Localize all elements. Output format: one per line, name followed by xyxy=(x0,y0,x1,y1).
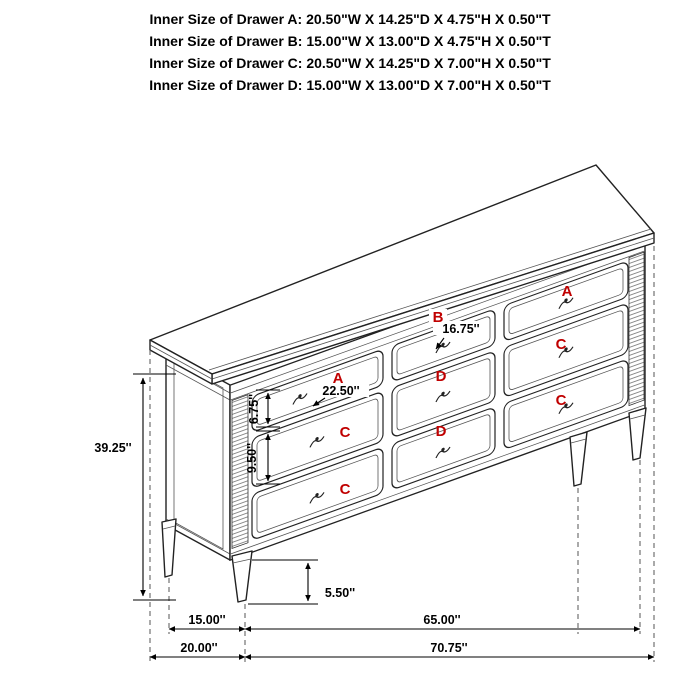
dim-label-total-height: 39.25'' xyxy=(94,441,131,455)
left-pilaster xyxy=(231,394,249,550)
dim-label-drawer-c-height: 9.50'' xyxy=(245,443,259,473)
label-drawer-a-right: A xyxy=(562,283,573,300)
dim-total-width: 70.75'' xyxy=(244,641,655,660)
leg-cap-line xyxy=(629,414,646,420)
leader-arrow xyxy=(312,397,326,407)
leg-middle-right xyxy=(569,431,588,487)
dimension-annotations: 39.25'' 22.50'' 16.75'' 6.75'' 9.50'' xyxy=(94,321,655,660)
drawer-a-right-panel xyxy=(508,268,624,334)
right-pilaster xyxy=(628,251,645,407)
leg-front-right xyxy=(628,407,647,461)
leg-cap-line xyxy=(232,558,252,564)
label-background xyxy=(313,383,369,397)
dim-label-leg-height: 5.50'' xyxy=(325,586,355,600)
leg-shape xyxy=(628,407,647,461)
label-drawer-c-right-bottom: C xyxy=(556,392,567,409)
leg-shape xyxy=(569,431,588,487)
top-inset-line xyxy=(208,228,652,371)
dim-leg-spacing-width: 65.00'' xyxy=(244,613,641,632)
drawer-c-left-bottom-panel xyxy=(256,454,379,533)
dim-total-height: 39.25'' xyxy=(94,373,176,601)
dim-label-drawer-a-height: 6.75'' xyxy=(247,394,261,424)
leader-arrow xyxy=(435,337,445,350)
drawer-c-left-middle-panel xyxy=(256,398,379,481)
label-background xyxy=(433,321,489,335)
label-drawer-a-left: A xyxy=(333,370,344,387)
dim-label-drawer-b-width: 16.75'' xyxy=(442,322,479,336)
side-molding-line xyxy=(165,518,231,555)
drawer-d-middle-panel xyxy=(396,358,491,431)
side-molding-line xyxy=(165,364,231,401)
header-line-d: Inner Size of Drawer D: 15.00"W X 13.00"… xyxy=(149,77,551,93)
dim-label-leg-depth-spacing: 15.00'' xyxy=(188,613,225,627)
label-drawer-c-left-middle: C xyxy=(340,424,351,441)
leg-shape xyxy=(161,518,177,578)
header-line-c: Inner Size of Drawer C: 20.50"W X 14.25"… xyxy=(149,55,551,71)
projection-lines xyxy=(149,246,655,662)
leg-back-left xyxy=(161,518,177,578)
drawer-letter-labels: A C C B D D A C C xyxy=(333,283,573,498)
leg-cap-line xyxy=(162,525,176,530)
dim-leg-spacing-depth: 15.00'' xyxy=(168,613,246,632)
dim-label-drawer-a-width: 22.50'' xyxy=(322,384,359,398)
label-drawer-c-right-middle: C xyxy=(556,336,567,353)
label-drawer-d-middle: D xyxy=(436,368,447,385)
dresser-illustration xyxy=(149,164,655,603)
label-background xyxy=(429,309,447,324)
top-left-edge-line xyxy=(149,344,213,380)
top-slab xyxy=(149,164,655,385)
dim-drawer-b-width: 16.75'' xyxy=(433,321,489,350)
front-face xyxy=(229,235,646,561)
drawer-d-bottom-panel xyxy=(396,414,491,483)
label-drawer-d-bottom: D xyxy=(436,423,447,440)
leg-shape xyxy=(231,550,253,603)
dim-total-depth: 20.00'' xyxy=(149,641,246,660)
dim-label-total-width: 70.75'' xyxy=(430,641,467,655)
drawer-c-right-bottom-panel xyxy=(508,366,624,442)
label-drawer-c-left-bottom: C xyxy=(340,481,351,498)
dim-drawer-a-height: 6.75'' xyxy=(247,389,280,428)
drawer-c-right-middle-panel xyxy=(508,310,624,390)
label-drawer-b-middle: B xyxy=(433,309,444,326)
leg-front-left xyxy=(231,550,253,603)
dim-label-leg-width-spacing: 65.00'' xyxy=(423,613,460,627)
dim-leg-height: 5.50'' xyxy=(248,559,355,605)
leg-cap-line xyxy=(570,438,587,444)
dim-label-total-depth: 20.00'' xyxy=(180,641,217,655)
dim-drawer-c-height: 9.50'' xyxy=(245,430,280,485)
drawer-size-header: Inner Size of Drawer A: 20.50"W X 14.25"… xyxy=(0,8,700,96)
header-line-b: Inner Size of Drawer B: 15.00"W X 13.00"… xyxy=(149,33,551,49)
dim-drawer-a-width: 22.50'' xyxy=(312,383,369,407)
bottom-molding-line xyxy=(230,404,645,555)
top-front-edge-line xyxy=(211,237,655,380)
header-line-a: Inner Size of Drawer A: 20.50"W X 14.25"… xyxy=(149,11,551,27)
